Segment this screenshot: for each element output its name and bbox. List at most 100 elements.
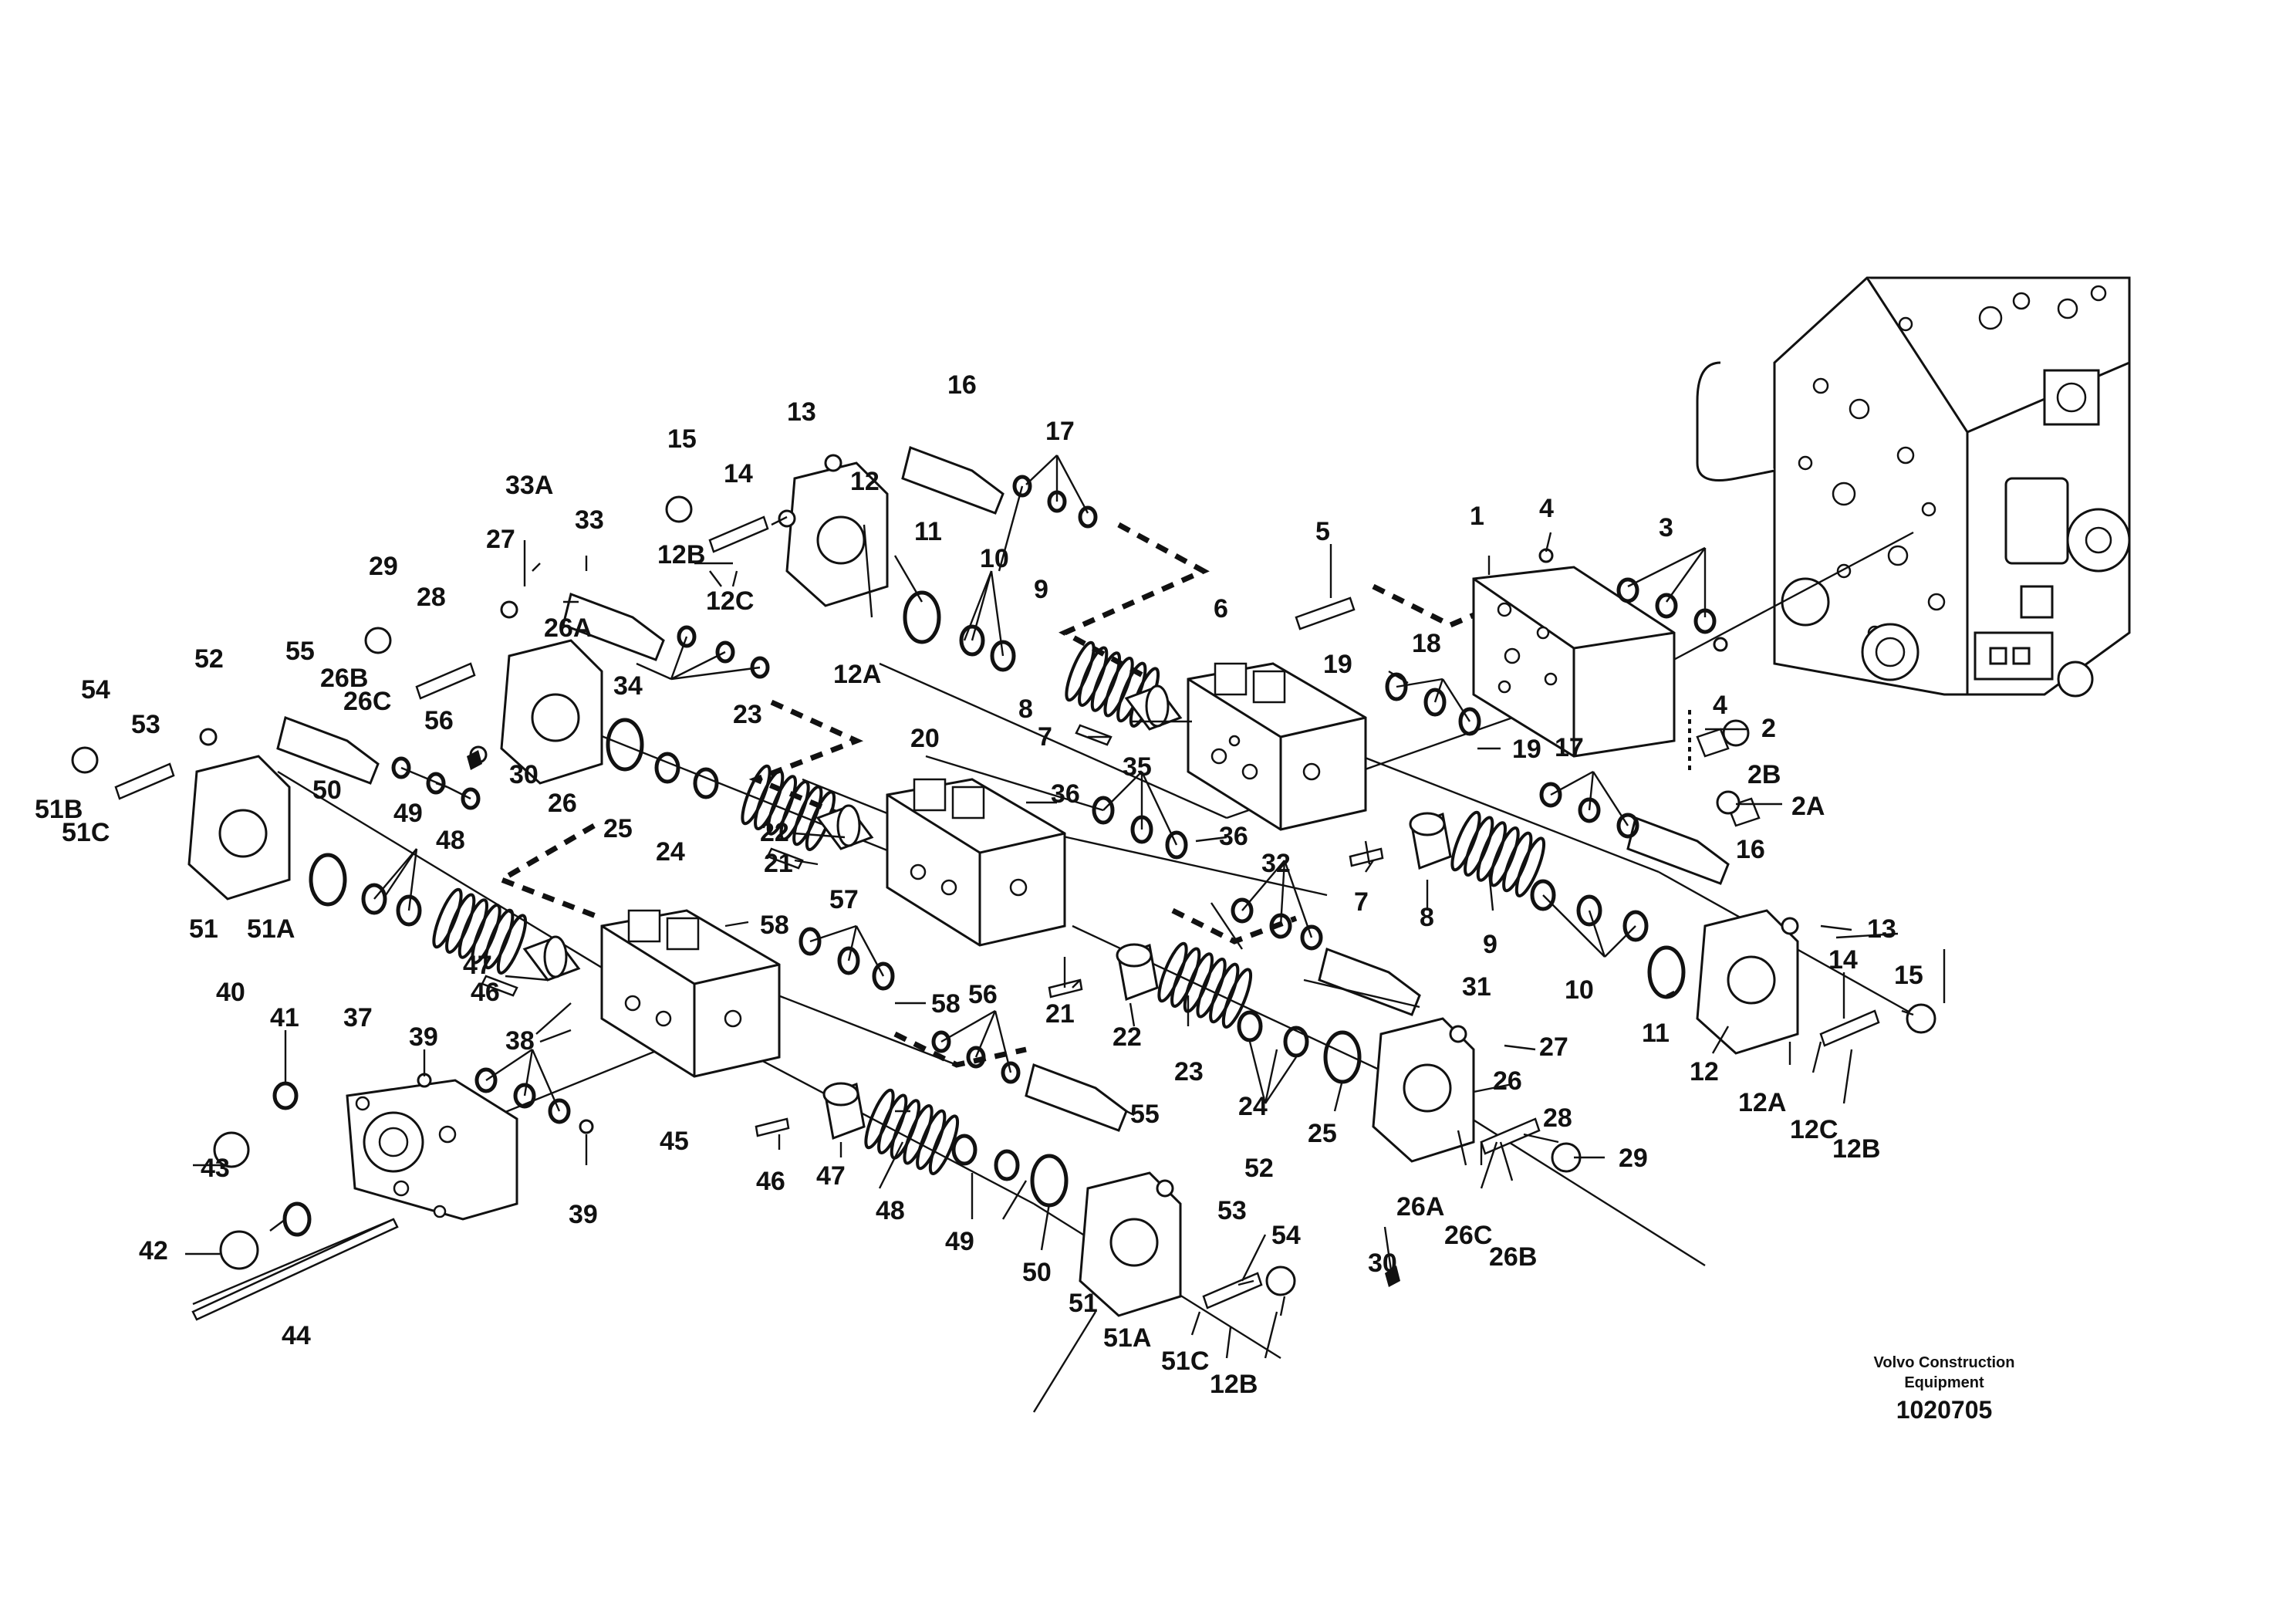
- callout-55: 55: [285, 637, 315, 666]
- part-1-cover-plate: [1472, 566, 1676, 758]
- relief-cartridges: [276, 446, 1730, 1132]
- part-20-section-block: [886, 778, 1066, 947]
- brand-caption: Volvo Construction Equipment 1020705: [1874, 1354, 2015, 1424]
- callout-51: 51: [189, 914, 218, 944]
- callout-6: 6: [1214, 594, 1228, 623]
- callout-30: 30: [509, 760, 539, 789]
- callout-58: 58: [760, 911, 789, 940]
- callout-35: 35: [1123, 752, 1152, 782]
- callout-12: 12: [850, 467, 880, 496]
- part-6-section-block: [1187, 662, 1367, 831]
- callout-12B: 12B: [1210, 1370, 1258, 1399]
- callout-4: 4: [1539, 494, 1554, 523]
- callout-46: 46: [756, 1167, 785, 1196]
- callout-57: 57: [829, 885, 859, 914]
- callout-18: 18: [1412, 629, 1441, 658]
- callout-47: 47: [816, 1161, 846, 1191]
- callout-15: 15: [1894, 961, 1923, 990]
- callout-17: 17: [1555, 733, 1584, 762]
- callout-34: 34: [613, 671, 643, 701]
- callout-4: 4: [1713, 691, 1727, 720]
- callout-25: 25: [603, 814, 633, 843]
- callout-50: 50: [1022, 1258, 1052, 1287]
- callout-56: 56: [968, 980, 998, 1009]
- callout-14: 14: [724, 459, 753, 488]
- callout-54: 54: [1271, 1221, 1301, 1250]
- brand-name: Volvo Construction: [1874, 1354, 2015, 1371]
- callout-29: 29: [1619, 1144, 1648, 1173]
- callout-52: 52: [194, 644, 224, 674]
- callout-10: 10: [980, 544, 1009, 573]
- callout-51: 51: [1069, 1289, 1098, 1318]
- callout-8: 8: [1018, 694, 1033, 724]
- callout-12C: 12C: [1790, 1115, 1838, 1144]
- callout-1: 1: [1470, 502, 1484, 531]
- part-37-end-block: [346, 1079, 518, 1221]
- callout-22: 22: [1113, 1022, 1142, 1052]
- callout-42: 42: [139, 1236, 168, 1265]
- callout-43: 43: [201, 1154, 230, 1183]
- callout-3: 3: [1659, 513, 1673, 542]
- callout-8: 8: [1420, 903, 1434, 932]
- callout-31: 31: [1462, 972, 1491, 1002]
- callout-26A: 26A: [544, 613, 592, 643]
- callout-36: 36: [1051, 779, 1080, 809]
- callout-13: 13: [1867, 914, 1896, 944]
- callout-40: 40: [216, 978, 245, 1007]
- o-rings: [272, 475, 1717, 1237]
- callout-17: 17: [1045, 417, 1075, 446]
- callout-38: 38: [505, 1026, 535, 1056]
- callout-11: 11: [1642, 1019, 1670, 1048]
- callout-53: 53: [1217, 1196, 1247, 1225]
- brand-subtitle: Equipment: [1904, 1374, 1984, 1391]
- callout-26B: 26B: [320, 664, 368, 693]
- callout-11: 11: [914, 517, 942, 546]
- callout-26: 26: [548, 789, 577, 818]
- callout-51B: 51B: [35, 795, 83, 824]
- callout-30: 30: [1368, 1249, 1397, 1278]
- callout-50: 50: [312, 776, 342, 805]
- callout-39: 39: [409, 1022, 438, 1052]
- callout-16: 16: [1736, 835, 1765, 864]
- callout-29: 29: [369, 552, 398, 581]
- callout-20: 20: [910, 724, 940, 753]
- callout-28: 28: [1543, 1103, 1572, 1133]
- callout-26C: 26C: [1444, 1221, 1492, 1250]
- callout-9: 9: [1034, 575, 1048, 604]
- callout-51A: 51A: [1103, 1323, 1151, 1353]
- callout-12B: 12B: [1832, 1134, 1880, 1164]
- callout-49: 49: [393, 799, 423, 828]
- callout-22: 22: [760, 818, 789, 847]
- callout-45: 45: [660, 1127, 689, 1156]
- callout-21: 21: [764, 849, 793, 878]
- callout-7: 7: [1354, 887, 1369, 917]
- callout-51C: 51C: [1161, 1347, 1209, 1376]
- callout-9: 9: [1483, 930, 1497, 959]
- callout-33: 33: [575, 505, 604, 535]
- callout-16: 16: [947, 370, 977, 400]
- callout-12A: 12A: [1738, 1088, 1786, 1117]
- callout-28: 28: [417, 583, 446, 612]
- callout-25: 25: [1308, 1119, 1337, 1148]
- callout-24: 24: [1238, 1092, 1268, 1121]
- callout-23: 23: [733, 700, 762, 729]
- callout-51C: 51C: [62, 818, 110, 847]
- callout-23: 23: [1174, 1057, 1204, 1086]
- callout-12A: 12A: [833, 660, 881, 689]
- callout-5: 5: [1315, 517, 1330, 546]
- callout-33A: 33A: [505, 471, 553, 500]
- callout-12B: 12B: [657, 540, 705, 569]
- callout-10: 10: [1565, 975, 1594, 1005]
- callout-58: 58: [931, 989, 961, 1019]
- spool-caps: [522, 684, 1452, 1140]
- callout-26B: 26B: [1489, 1242, 1537, 1272]
- callout-48: 48: [876, 1196, 905, 1225]
- main-valve-assembly: [1696, 276, 2131, 698]
- callout-55: 55: [1130, 1100, 1160, 1129]
- callout-2: 2: [1761, 714, 1776, 743]
- callout-51A: 51A: [247, 914, 295, 944]
- callout-19: 19: [1323, 650, 1352, 679]
- callout-48: 48: [436, 826, 465, 855]
- callout-7: 7: [1038, 722, 1052, 752]
